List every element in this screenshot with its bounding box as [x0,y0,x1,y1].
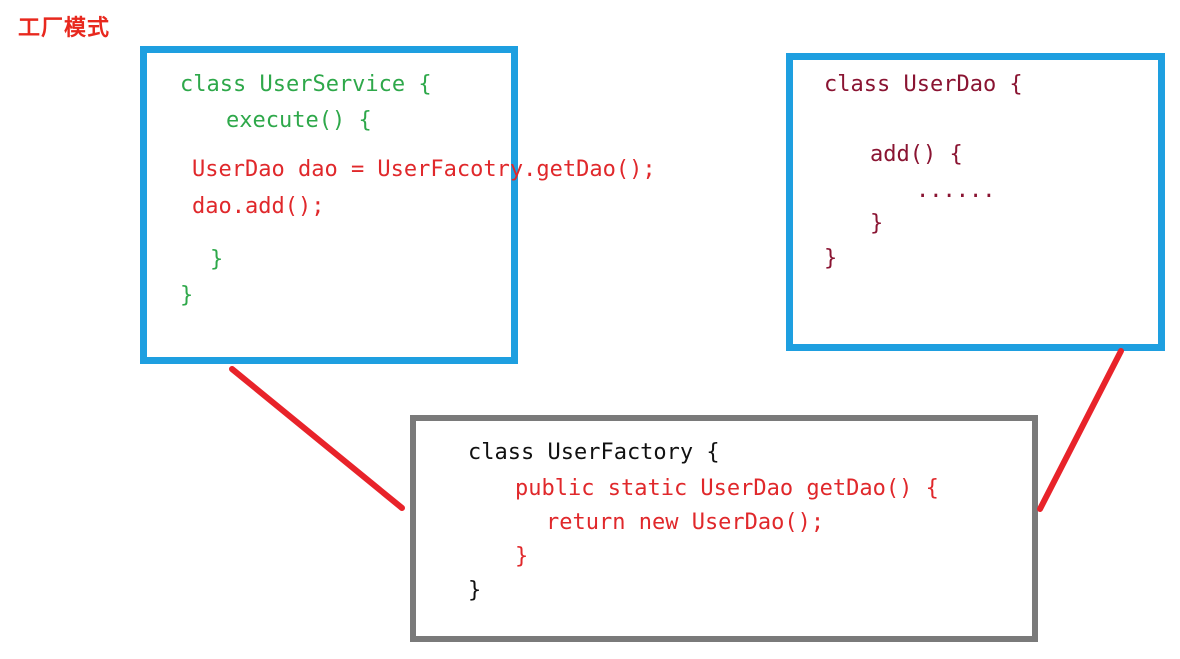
user-factory-class-decl: class UserFactory { [468,440,720,465]
user-service-method-decl: execute() { [226,108,372,133]
user-dao-method-decl: add() { [870,142,963,167]
user-dao-class-close: } [824,246,838,271]
user-dao-method-body: ...... [916,178,996,203]
user-service-class-close: } [180,283,194,308]
connector-service-to-factory [229,366,405,511]
user-dao-class-decl: class UserDao { [824,72,1023,97]
user-dao-box [786,53,1165,351]
user-service-class-decl: class UserService { [180,72,432,97]
user-factory-return-line: return new UserDao(); [546,510,825,535]
user-service-get-dao-line: UserDao dao = UserFacotry.getDao(); [192,157,656,182]
connector-dao-to-factory [1037,348,1124,512]
user-dao-method-close: } [870,211,884,236]
diagram-title: 工厂模式 [18,16,111,41]
user-service-box [140,46,518,364]
user-factory-method-decl: public static UserDao getDao() { [515,476,939,501]
user-service-method-close: } [210,247,224,272]
user-factory-class-close: } [468,578,482,603]
user-factory-method-close: } [515,544,529,569]
user-factory-box [410,415,1038,642]
user-service-add-line: dao.add(); [192,194,325,219]
